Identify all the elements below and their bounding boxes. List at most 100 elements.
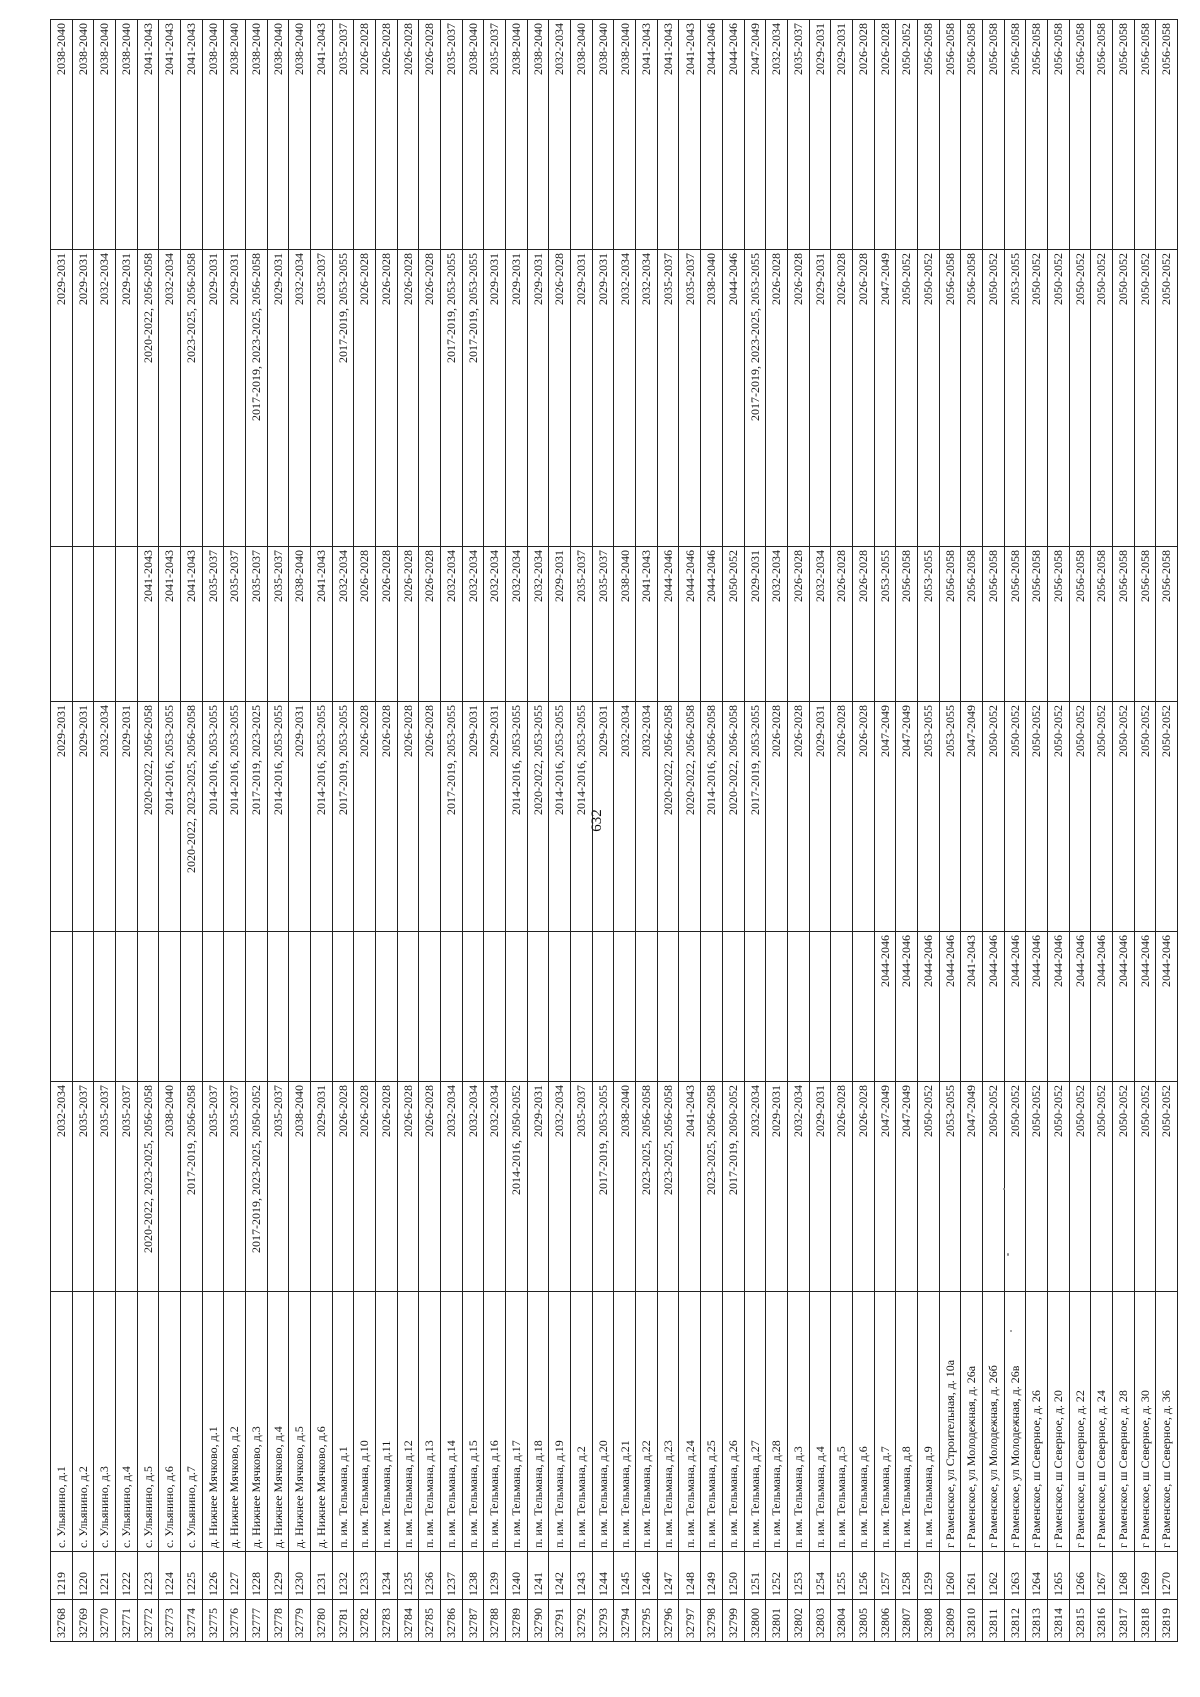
row-number-cell: 1243 (570, 1551, 593, 1600)
period-4-cell: 2056-2058 (939, 546, 961, 702)
row-number-cell: 1242 (548, 1551, 571, 1600)
address-cell: г Раменское, ш Северное, д. 24 (1090, 1291, 1113, 1552)
record-id-cell: 32776 (223, 1599, 246, 1642)
period-1-cell: 2032-2034 (440, 1081, 463, 1292)
period-1-cell: 2032-2034 (548, 1081, 571, 1292)
period-4-cell: 2056-2058 (1112, 546, 1135, 702)
period-1-cell: 2026-2028 (353, 1081, 376, 1292)
period-3-cell: 2017-2019, 2053-2055 (440, 701, 463, 932)
period-4-cell: 2041-2043 (310, 546, 333, 702)
record-id-cell: 32771 (115, 1599, 138, 1642)
row-number-cell: 1267 (1090, 1551, 1113, 1600)
period-5-cell: 2029-2031 (202, 249, 224, 547)
address-cell: д. Нижнее Мячково, д.4 (267, 1291, 289, 1552)
period-1-cell: 2032-2034 (744, 1081, 766, 1292)
period-1-cell: 2035-2037 (115, 1081, 138, 1292)
period-3-cell: 2050-2052 (1047, 701, 1070, 932)
period-3-cell: 2029-2031 (115, 701, 138, 932)
period-2-cell (375, 931, 398, 1082)
period-3-cell: 2014-2016, 2053-2055 (158, 701, 181, 932)
record-id-cell: 32772 (137, 1599, 159, 1642)
row-number-cell: 1245 (613, 1551, 636, 1600)
row-number-cell: 1249 (700, 1551, 723, 1600)
period-3-cell: 2050-2052 (1090, 701, 1113, 932)
period-2-cell (527, 931, 549, 1082)
period-4-cell: 2056-2058 (1047, 546, 1070, 702)
period-6-cell: 2041-2043 (635, 19, 658, 250)
row-number-cell: 1251 (744, 1551, 766, 1600)
period-5-cell: 2029-2031 (483, 249, 506, 547)
period-5-cell: 2050-2052 (1069, 249, 1091, 547)
row-number-cell: 1257 (874, 1551, 896, 1600)
row-number-cell: 1237 (440, 1551, 463, 1600)
period-5-cell: 2032-2034 (158, 249, 181, 547)
period-6-cell: 2056-2058 (982, 19, 1005, 250)
period-2-cell (635, 931, 658, 1082)
period-3-cell: 2029-2031 (288, 701, 311, 932)
period-5-cell: 2026-2028 (830, 249, 853, 547)
period-6-cell: 2035-2037 (787, 19, 810, 250)
address-cell: п. им. Тельмана, д.24 (678, 1291, 701, 1552)
period-3-cell: 2050-2052 (1004, 701, 1026, 932)
period-1-cell: 2050-2052 (1047, 1081, 1070, 1292)
address-cell: п. им. Тельмана, д.8 (895, 1291, 918, 1552)
period-5-cell: 2017-2019, 2053-2055 (332, 249, 354, 547)
row-number-cell: 1262 (982, 1551, 1005, 1600)
address-cell: п. им. Тельмана, д.21 (613, 1291, 636, 1552)
period-5-cell: 2032-2034 (613, 249, 636, 547)
period-3-cell: 2014-2016, 2056-2058 (700, 701, 723, 932)
row-number-cell: 1238 (462, 1551, 484, 1600)
row-number-cell: 1222 (115, 1551, 138, 1600)
period-1-cell: 2032-2034 (787, 1081, 810, 1292)
period-6-cell: 2038-2040 (72, 19, 94, 250)
period-2-cell (462, 931, 484, 1082)
row-number-cell: 1239 (483, 1551, 506, 1600)
period-2-cell (245, 931, 268, 1082)
period-1-cell: 2050-2052 (917, 1081, 940, 1292)
period-5-cell: 2053-2055 (1004, 249, 1026, 547)
address-cell: г Раменское, ш Северное, д. 26 (1025, 1291, 1048, 1552)
period-5-cell: 2029-2031 (809, 249, 831, 547)
period-6-cell: 2038-2040 (570, 19, 593, 250)
record-id-cell: 32789 (505, 1599, 528, 1642)
record-id-cell: 32808 (917, 1599, 940, 1642)
record-id-cell: 32794 (613, 1599, 636, 1642)
period-2-cell: 2044-2046 (917, 931, 940, 1082)
record-id-cell: 32795 (635, 1599, 658, 1642)
period-3-cell: 2026-2028 (375, 701, 398, 932)
period-4-cell: 2041-2043 (137, 546, 159, 702)
period-1-cell: 2026-2028 (332, 1081, 354, 1292)
period-2-cell (722, 931, 744, 1082)
record-id-cell: 32796 (657, 1599, 679, 1642)
record-id-cell: 32807 (895, 1599, 918, 1642)
period-1-cell: 2050-2052 (1004, 1081, 1026, 1292)
period-3-cell: 2029-2031 (50, 701, 73, 932)
period-3-cell: 2032-2034 (613, 701, 636, 932)
period-4-cell: 2053-2055 (917, 546, 940, 702)
period-5-cell: 2029-2031 (592, 249, 614, 547)
period-6-cell: 2056-2058 (1047, 19, 1070, 250)
period-1-cell: 2050-2052 (1155, 1081, 1178, 1292)
period-1-cell: 2035-2037 (570, 1081, 593, 1292)
period-5-cell: 2035-2037 (657, 249, 679, 547)
period-6-cell: 2041-2043 (158, 19, 181, 250)
row-number-cell: 1241 (527, 1551, 549, 1600)
period-6-cell: 2056-2058 (917, 19, 940, 250)
scan-speck (1003, 1188, 1005, 1190)
period-1-cell: 2014-2016, 2050-2052 (505, 1081, 528, 1292)
period-1-cell: 2032-2034 (462, 1081, 484, 1292)
